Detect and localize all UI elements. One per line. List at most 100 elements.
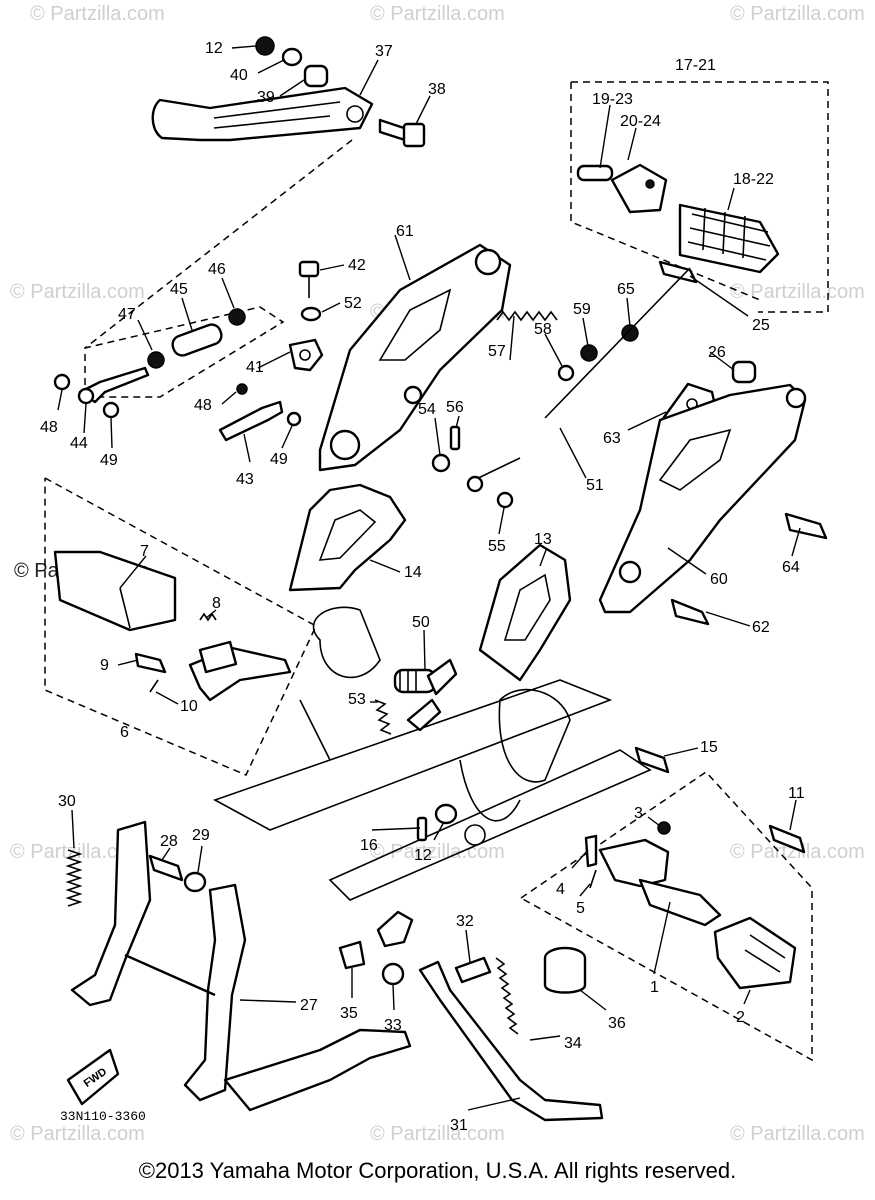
watermark-text: © Partzilla.com <box>10 841 145 863</box>
watermark-text: © Partzilla.com <box>730 281 865 303</box>
copyright-notice: ©2013 Yamaha Motor Corporation, U.S.A. A… <box>138 1158 737 1183</box>
bolt-42 <box>298 260 320 298</box>
main-stand-27 <box>70 820 412 1112</box>
watermark-text: © Partzilla.com <box>370 841 505 863</box>
group-box-43-49 <box>84 306 285 398</box>
callout-45: 45 <box>170 281 188 298</box>
callout-3: 3 <box>634 805 643 822</box>
callout-49-mid: 49 <box>270 451 288 468</box>
callout-8: 8 <box>212 595 221 612</box>
callout-15: 15 <box>700 739 718 756</box>
frame-outline <box>213 606 652 901</box>
callout-29: 29 <box>192 827 210 844</box>
watermark-text: © Partzilla.com <box>10 281 145 303</box>
callout-63: 63 <box>603 430 621 447</box>
callout-53: 53 <box>348 691 366 708</box>
callout-42: 42 <box>348 257 366 274</box>
callout-10: 10 <box>180 698 198 715</box>
callout-34: 34 <box>564 1035 582 1052</box>
callout-62: 62 <box>752 619 770 636</box>
bolt-32 <box>454 956 492 984</box>
sidestand-31 <box>418 960 604 1122</box>
spring-8 <box>199 612 217 622</box>
spring-57 <box>496 310 558 322</box>
callout-19-23: 19-23 <box>592 91 633 108</box>
sidestand-bracket <box>376 910 414 948</box>
callout-58: 58 <box>534 321 552 338</box>
watermark-text: © Partzilla.com <box>30 3 165 25</box>
rod-end-44 <box>77 366 150 405</box>
callout-40: 40 <box>230 67 248 84</box>
callout-49-left: 49 <box>100 452 118 469</box>
pin-56 <box>449 425 461 451</box>
pin-4 <box>584 834 598 868</box>
footrest-rubber-2 <box>713 916 797 990</box>
callout-61: 61 <box>396 223 414 240</box>
diagram-code: 33N110-3360 <box>60 1109 146 1124</box>
callout-28: 28 <box>160 833 178 850</box>
bushing-39 <box>303 64 329 88</box>
watermark-text: © Partzilla.com <box>370 3 505 25</box>
group-box-17-21 <box>571 81 829 313</box>
callout-2: 2 <box>736 1009 745 1026</box>
bolt-38 <box>378 118 426 148</box>
link-51-end <box>466 457 521 493</box>
watermark-text: © Partzilla.com <box>730 841 865 863</box>
callout-12: 12 <box>205 40 223 57</box>
watermark-text: © Partzilla.com <box>730 1123 865 1145</box>
callout-20-24: 20-24 <box>620 113 661 130</box>
footrest-rubber-18-22 <box>678 203 780 274</box>
group-box-1 <box>520 771 813 1062</box>
callout-9: 9 <box>100 657 109 674</box>
callout-26: 26 <box>708 344 726 361</box>
nut-12-top <box>255 36 275 56</box>
callout-37: 37 <box>375 43 393 60</box>
arm-41 <box>288 338 324 372</box>
spring-53 <box>374 699 392 735</box>
group-outlines <box>44 81 829 1062</box>
callout-18-22: 18-22 <box>733 171 774 188</box>
nut-46 <box>228 308 246 326</box>
bolt-35 <box>338 940 366 970</box>
plate-14 <box>288 483 407 592</box>
watermark-text: © Partzilla.com <box>370 1123 505 1145</box>
brake-pedal-37 <box>151 86 374 142</box>
watermark-text: © Partzilla.com <box>730 3 865 25</box>
pin-48-left <box>53 373 71 391</box>
watermark-text: © Partzilla.com <box>10 1123 145 1145</box>
callout-60: 60 <box>710 571 728 588</box>
nut-65 <box>621 324 639 342</box>
callout-27: 27 <box>300 997 318 1014</box>
bolt-11 <box>768 824 806 854</box>
adjuster-43 <box>218 400 284 442</box>
footrest-bracket-1 <box>598 838 722 927</box>
pin-16 <box>416 816 428 842</box>
callout-48-left: 48 <box>40 419 58 436</box>
callout-33: 33 <box>384 1017 402 1034</box>
shift-shaft-50 <box>393 658 458 732</box>
callout-56: 56 <box>446 399 464 416</box>
bolt-15 <box>634 746 670 774</box>
callout-13: 13 <box>534 531 552 548</box>
callout-1: 1 <box>650 979 659 996</box>
callout-7: 7 <box>140 543 149 560</box>
pin-9 <box>134 652 167 674</box>
rod-45 <box>171 323 223 357</box>
callout-14: 14 <box>404 564 422 581</box>
callout-11: 11 <box>788 785 805 802</box>
callout-32: 32 <box>456 913 474 930</box>
nut-52 <box>300 306 322 322</box>
callout-35: 35 <box>340 1005 358 1022</box>
callout-46: 46 <box>208 261 226 278</box>
bolt-48-mid <box>236 383 248 395</box>
footrest-bracket-20-24 <box>610 163 668 214</box>
callout-12-bottom: 12 <box>414 847 432 864</box>
pin-3 <box>657 821 671 835</box>
callout-64: 64 <box>782 559 800 576</box>
nut-33 <box>381 962 405 986</box>
callout-48-mid: 48 <box>194 397 212 414</box>
callout-5: 5 <box>576 900 585 917</box>
callout-31: 31 <box>450 1117 468 1134</box>
leader-lines <box>57 45 801 1111</box>
